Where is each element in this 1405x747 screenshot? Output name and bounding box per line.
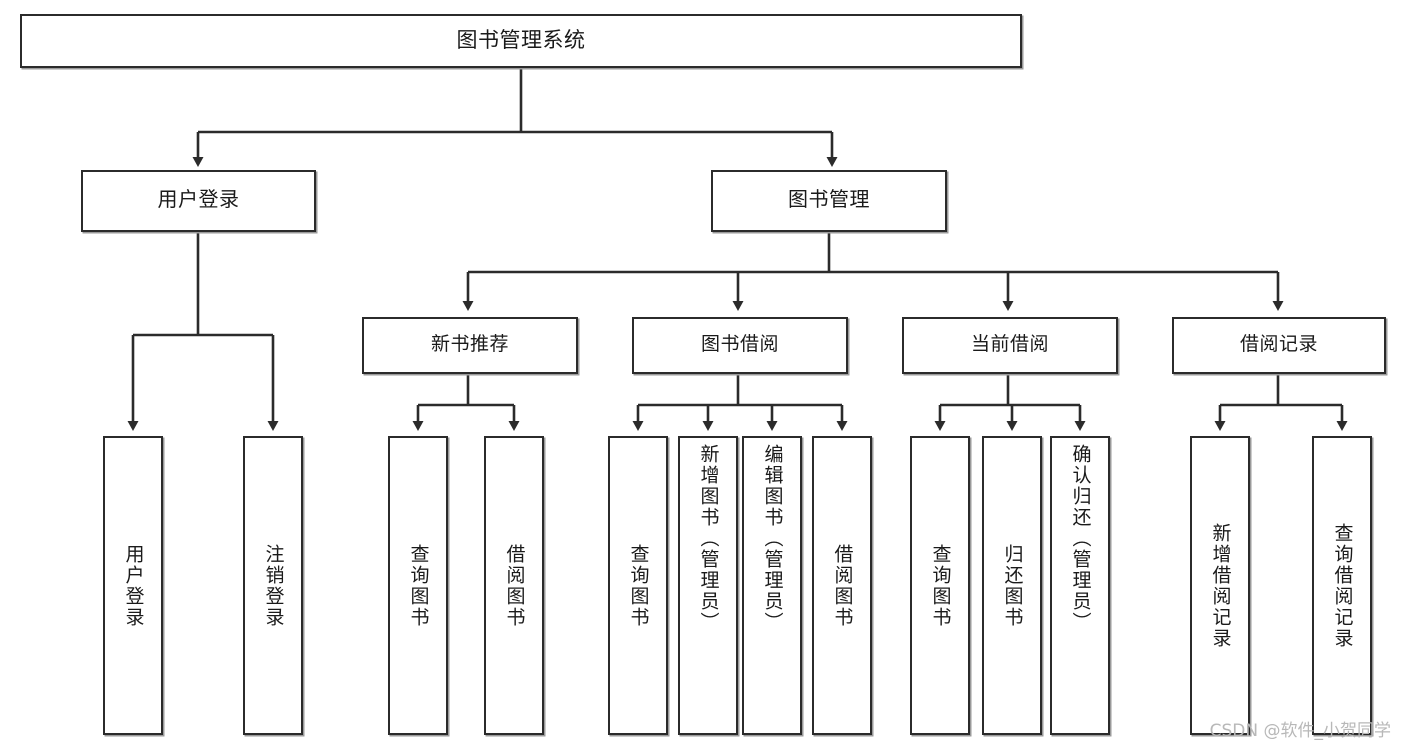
node-leaf-borrow-book-1-label: 借阅图书 xyxy=(503,543,525,628)
node-new-book-recommend[interactable]: 新书推荐 xyxy=(362,317,578,374)
watermark: CSDN @软件_小贺同学 xyxy=(1209,721,1391,741)
node-leaf-query-book-3[interactable]: 查询图书 xyxy=(910,436,970,735)
node-leaf-confirm-return[interactable]: 确认归还（管理员） xyxy=(1050,436,1110,735)
node-book-management[interactable]: 图书管理 xyxy=(711,170,947,232)
node-book-borrow-label: 图书借阅 xyxy=(700,334,779,356)
node-current-borrow-label: 当前借阅 xyxy=(970,334,1049,356)
node-leaf-borrow-book-2-label: 借阅图书 xyxy=(831,543,853,628)
node-leaf-query-record-label: 查询借阅记录 xyxy=(1331,522,1353,649)
node-leaf-query-book-1-label: 查询图书 xyxy=(407,543,429,628)
node-leaf-add-book-label: 新增图书（管理员） xyxy=(697,444,719,633)
node-leaf-return-book-label: 归还图书 xyxy=(1001,543,1023,628)
node-leaf-user-logout-label: 注销登录 xyxy=(262,543,284,628)
node-leaf-add-record-label: 新增借阅记录 xyxy=(1209,522,1231,649)
node-new-book-recommend-label: 新书推荐 xyxy=(430,334,509,356)
node-user-login[interactable]: 用户登录 xyxy=(81,170,316,232)
node-book-management-label: 图书管理 xyxy=(788,189,870,212)
node-book-borrow[interactable]: 图书借阅 xyxy=(632,317,848,374)
node-borrow-record-label: 借阅记录 xyxy=(1239,334,1318,356)
node-borrow-record[interactable]: 借阅记录 xyxy=(1172,317,1386,374)
node-current-borrow[interactable]: 当前借阅 xyxy=(902,317,1118,374)
node-leaf-query-record[interactable]: 查询借阅记录 xyxy=(1312,436,1372,735)
node-leaf-return-book[interactable]: 归还图书 xyxy=(982,436,1042,735)
node-leaf-query-book-1[interactable]: 查询图书 xyxy=(388,436,448,735)
node-user-login-label: 用户登录 xyxy=(157,189,240,212)
node-leaf-confirm-return-label: 确认归还（管理员） xyxy=(1069,444,1091,633)
node-leaf-user-login[interactable]: 用户登录 xyxy=(103,436,163,735)
node-root[interactable]: 图书管理系统 xyxy=(20,14,1022,68)
node-leaf-edit-book-label: 编辑图书（管理员） xyxy=(761,444,783,633)
node-leaf-borrow-book-1[interactable]: 借阅图书 xyxy=(484,436,544,735)
node-leaf-query-book-2[interactable]: 查询图书 xyxy=(608,436,668,735)
node-leaf-borrow-book-2[interactable]: 借阅图书 xyxy=(812,436,872,735)
node-leaf-user-login-label: 用户登录 xyxy=(122,543,144,628)
node-leaf-add-book[interactable]: 新增图书（管理员） xyxy=(678,436,738,735)
node-root-label: 图书管理系统 xyxy=(456,28,586,52)
node-leaf-edit-book[interactable]: 编辑图书（管理员） xyxy=(742,436,802,735)
node-leaf-user-logout[interactable]: 注销登录 xyxy=(243,436,303,735)
node-leaf-add-record[interactable]: 新增借阅记录 xyxy=(1190,436,1250,735)
node-leaf-query-book-2-label: 查询图书 xyxy=(627,543,649,628)
node-leaf-query-book-3-label: 查询图书 xyxy=(929,543,951,628)
